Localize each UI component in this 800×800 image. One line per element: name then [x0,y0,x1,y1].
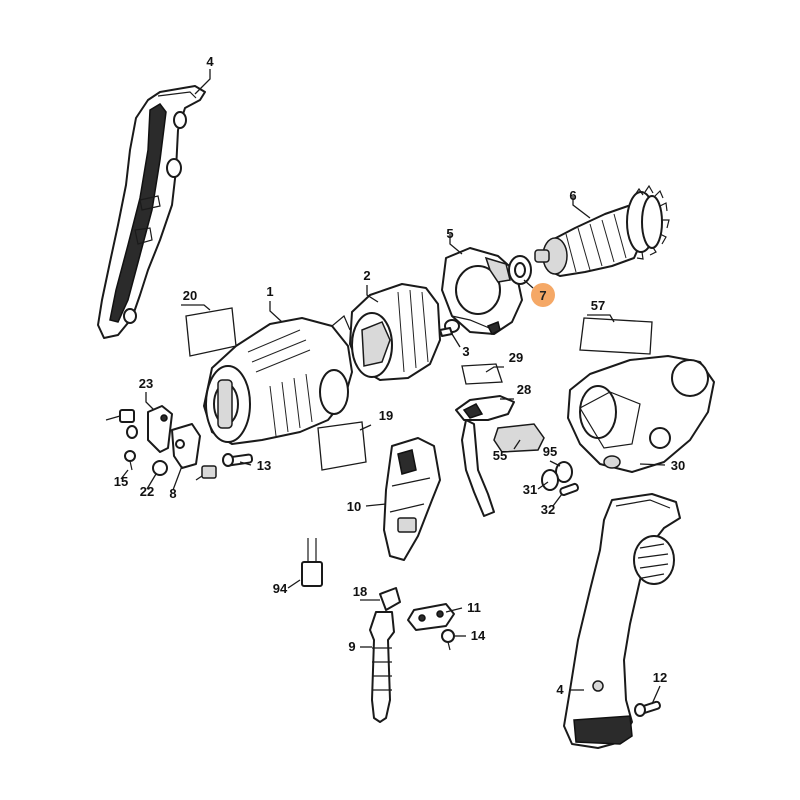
leader-20 [181,304,211,311]
callout-9: 9 [348,639,355,654]
callout-94: 94 [273,581,288,596]
part-3-screw [439,319,460,337]
part-20-label [185,307,237,357]
callout-57: 57 [591,298,605,313]
callout-31: 31 [523,482,537,497]
part-18-cord-protector [379,587,401,611]
part-12-screw [634,700,661,717]
callout-5: 5 [446,226,453,241]
part-4-handle-half-left [97,85,206,339]
callout-2: 2 [363,268,370,283]
callout-19: 19 [379,408,393,423]
callout-95: 95 [543,444,557,459]
part-11-cord-clamp [407,603,455,631]
callout-22: 22 [140,484,154,499]
callout-14: 14 [471,628,486,643]
callout-7: 7 [539,288,546,303]
leader-23 [145,392,155,411]
leader-32 [552,493,563,507]
leader-11 [445,607,463,613]
callout-20: 20 [183,288,197,303]
highlight-circle-part-7 [531,283,555,307]
leader-30 [639,463,666,466]
leader-22 [146,473,157,490]
callout-23: 23 [139,376,153,391]
part-95-31-bushing [541,461,573,491]
callout-28: 28 [517,382,531,397]
callout-32: 32 [541,502,555,517]
part-22-nut [152,460,168,476]
leader-6 [572,196,591,219]
leader-8 [172,465,183,491]
part-14-screw [441,629,455,651]
callout-4-bottom: 4 [556,682,564,697]
leader-7 [523,279,534,289]
part-9-power-cord [369,611,395,723]
part-brush-block [195,465,217,481]
part-32-pin [559,482,579,496]
part-5-end-plate [441,247,523,336]
callout-4-top: 4 [206,54,214,69]
callout-55: 55 [493,448,507,463]
leader-94 [287,579,301,589]
callout-15: 15 [114,474,128,489]
part-10-switch [383,437,441,561]
leader-55 [513,439,521,450]
leader-4a [194,69,211,95]
part-2-field-stator [349,283,441,381]
part-19-label [317,421,367,471]
part-55-block [493,423,545,453]
part-94-capacitor [301,538,323,587]
callout-29: 29 [509,350,523,365]
callout-1: 1 [266,284,273,299]
leader-95 [549,460,561,467]
part-28-lever [455,395,515,517]
leader-57 [587,314,615,323]
part-13-screw [222,453,254,467]
part-6-armature [534,184,670,277]
callout-18: 18 [353,584,367,599]
callout-12: 12 [653,670,667,685]
leader-10 [365,503,387,507]
callout-6: 6 [569,188,576,203]
leader-5 [449,234,463,255]
leader-lines [120,69,666,705]
callout-labels: 4 6 5 7 2 1 20 57 3 29 28 23 19 55 95 30… [114,54,685,697]
part-7-bearing [508,255,532,285]
part-57-label [579,317,653,355]
part-15-screw [124,450,136,471]
part-30-gear-housing [567,355,715,473]
leader-2 [366,285,379,303]
leader-12 [651,685,661,705]
part-1-motor-housing [203,315,353,445]
leader-31 [537,481,549,490]
part-8-bracket [171,423,201,469]
part-23-brush-holder [105,405,173,453]
leader-13 [239,461,252,466]
callout-3: 3 [462,344,469,359]
callout-10: 10 [347,499,361,514]
leader-1 [269,301,283,323]
leader-3 [451,333,461,348]
leader-19 [359,424,372,431]
callout-11: 11 [467,600,481,615]
callout-8: 8 [169,486,176,501]
part-4-handle-half-right [563,493,681,749]
leader-29 [485,366,504,373]
callout-30: 30 [671,458,685,473]
leader-15 [120,469,129,480]
callout-13: 13 [257,458,271,473]
